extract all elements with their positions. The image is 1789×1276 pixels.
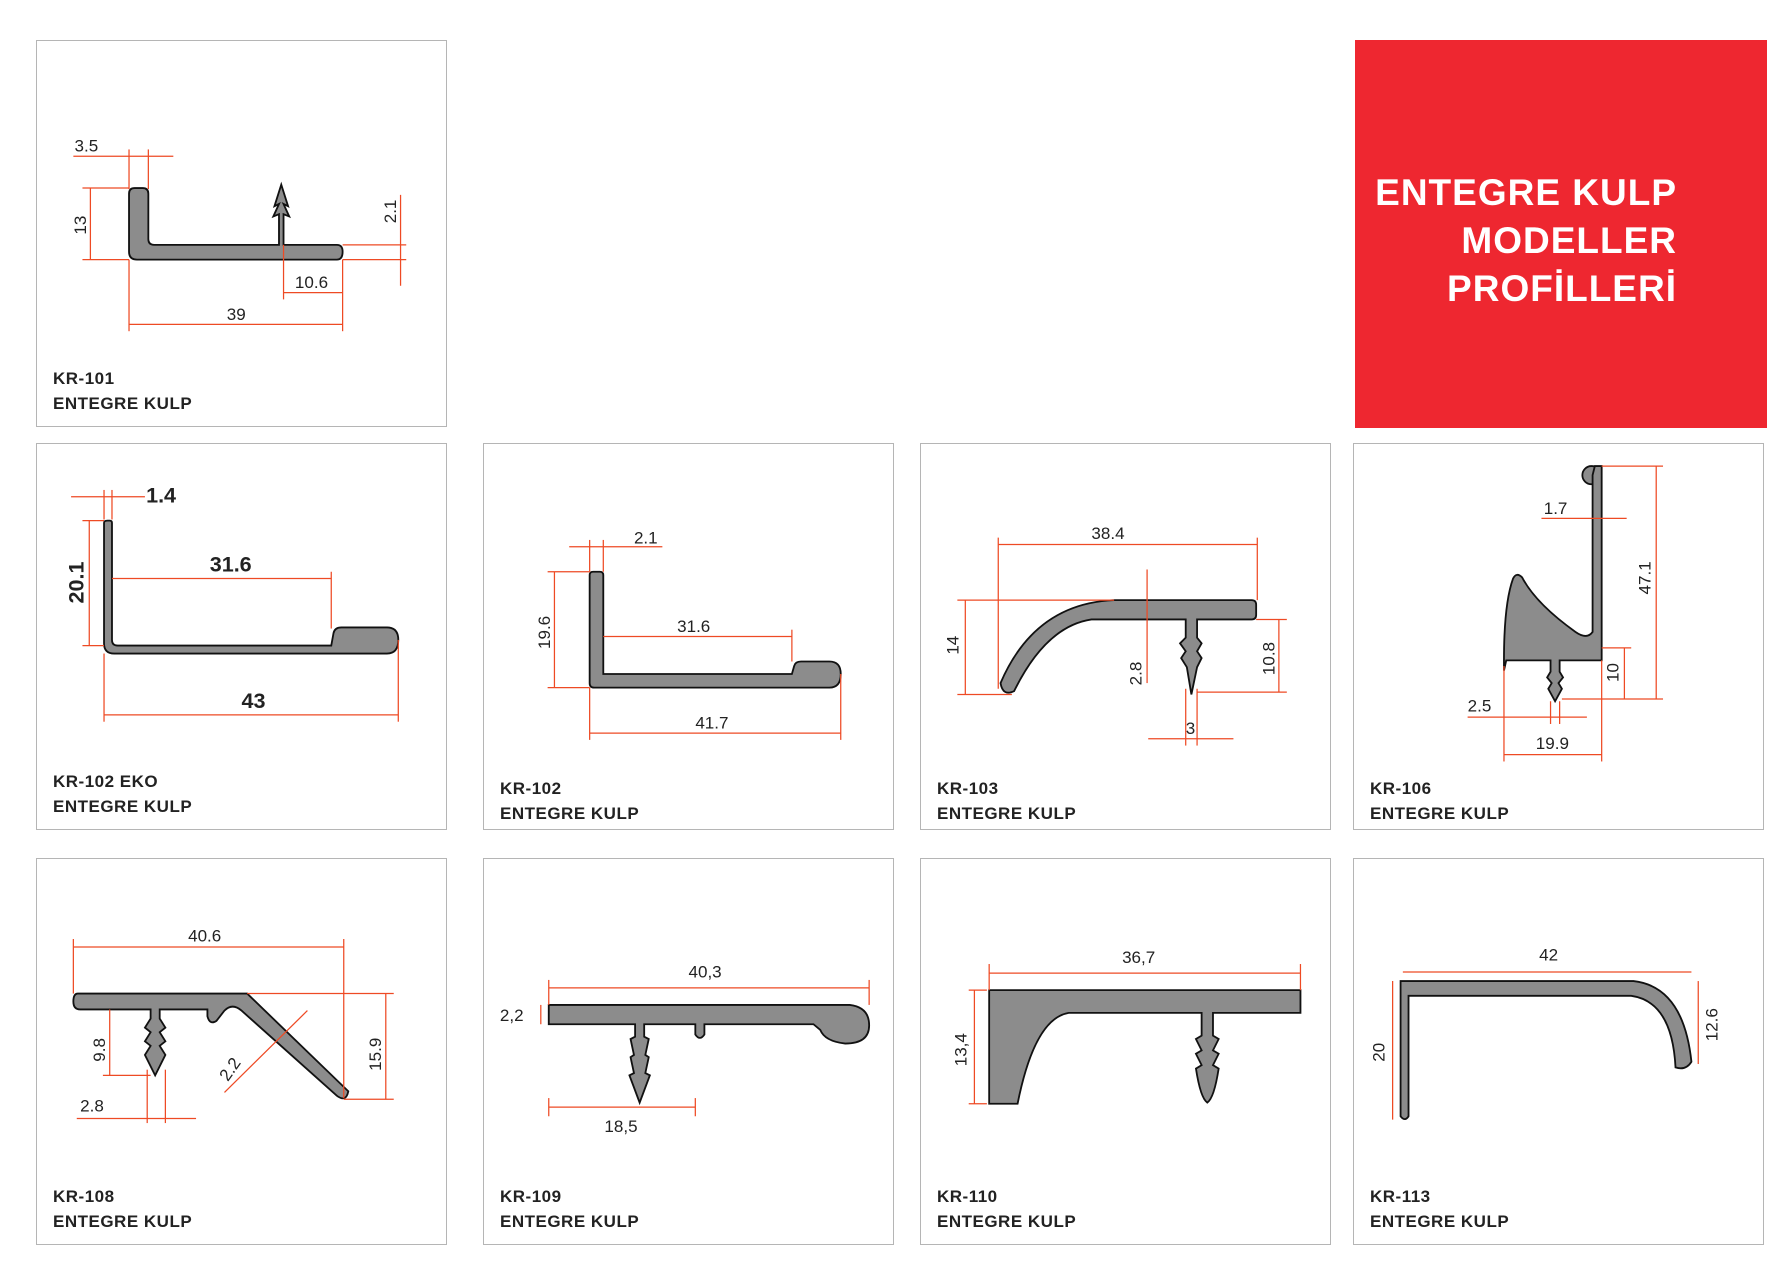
profile-card-kr-102: 2.1 19.6 31.6 41.7 KR-102 ENTEGRE KULP: [483, 443, 894, 830]
dim-label: 13: [71, 216, 90, 235]
dim-label: 10: [1604, 663, 1623, 682]
profile-code: KR-102 EKO: [53, 772, 159, 791]
profile-code: KR-108: [53, 1187, 115, 1206]
profile-drawing: 3.5 13 2.1 10.6 39: [71, 137, 407, 332]
profile-code: KR-113: [1370, 1187, 1431, 1206]
profile-card-kr-101: 3.5 13 2.1 10.6 39 KR-101 ENTEGRE KULP: [36, 40, 447, 427]
dim-label: 3: [1186, 719, 1195, 738]
dim-label: 19.6: [535, 616, 554, 649]
dim-label: 20: [1370, 1043, 1389, 1062]
dim-label: 10.6: [295, 273, 328, 292]
profile-drawing: 1.4 20.1 31.6 43: [64, 482, 400, 722]
profile-code: KR-109: [500, 1187, 562, 1206]
dim-label: 43: [241, 688, 265, 713]
dim-label: 47.1: [1636, 561, 1655, 594]
dim-label: 41.7: [695, 714, 728, 733]
profile-card-kr-113: 42 20 12.6 KR-113 ENTEGRE KULP: [1353, 858, 1764, 1245]
dim-label: 31.6: [677, 617, 710, 636]
profile-name: ENTEGRE KULP: [53, 394, 193, 413]
dim-label: 2.5: [1468, 696, 1492, 715]
title-banner: ENTEGRE KULP MODELLER PROFİLLERİ: [1355, 40, 1767, 428]
profile-name: ENTEGRE KULP: [53, 1212, 193, 1231]
dim-label: 15.9: [366, 1038, 385, 1071]
profile-code: KR-103: [937, 779, 999, 798]
dim-label: 39: [227, 305, 246, 324]
dim-label: 2.2: [216, 1054, 245, 1084]
profile-drawing: 42 20 12.6: [1370, 946, 1722, 1120]
dim-label: 2.1: [381, 200, 400, 224]
profile-drawing: 2.1 19.6 31.6 41.7: [535, 528, 842, 740]
profile-card-kr-106: 1.7 47.1 10 2.5 19.9 KR-106 ENTEGRE KULP: [1353, 443, 1764, 830]
dim-label: 40.6: [188, 926, 221, 945]
dim-label: 10.8: [1259, 642, 1278, 675]
profile-card-kr-109: 40,3 2,2 18,5 KR-109 ENTEGRE KULP: [483, 858, 894, 1245]
dim-label: 2.8: [80, 1097, 104, 1116]
dim-label: 42: [1539, 946, 1558, 965]
dim-label: 18,5: [604, 1117, 637, 1136]
profile-card-kr-108: 40.6 9.8 2.2 15.9 2.8 KR-108 ENTEGRE KUL…: [36, 858, 447, 1245]
profile-name: ENTEGRE KULP: [500, 1212, 640, 1231]
dim-label: 36,7: [1122, 948, 1155, 967]
profile-name: ENTEGRE KULP: [500, 804, 640, 823]
profile-code: KR-101: [53, 369, 115, 388]
profile-drawing: 1.7 47.1 10 2.5 19.9: [1468, 465, 1664, 762]
banner-line: ENTEGRE KULP: [1375, 172, 1677, 213]
dim-label: 12.6: [1703, 1008, 1722, 1041]
dim-label: 38.4: [1091, 524, 1124, 543]
banner-line: MODELLER: [1461, 220, 1677, 261]
dim-label: 40,3: [689, 963, 722, 982]
profile-drawing: 40.6 9.8 2.2 15.9 2.8: [72, 926, 394, 1124]
dim-label: 1.4: [146, 482, 176, 507]
profile-drawing: 38.4 14 2.8 10.8 3: [943, 524, 1287, 746]
dim-label: 2.8: [1126, 662, 1145, 686]
profile-drawing: 36,7 13,4: [951, 948, 1302, 1105]
dim-label: 3.5: [74, 137, 98, 156]
dim-label: 14: [943, 636, 962, 655]
profile-name: ENTEGRE KULP: [1370, 1212, 1510, 1231]
profile-code: KR-110: [937, 1187, 998, 1206]
dim-label: 2.1: [634, 528, 658, 547]
profile-name: ENTEGRE KULP: [53, 797, 193, 816]
dim-label: 31.6: [210, 552, 252, 577]
profile-name: ENTEGRE KULP: [937, 804, 1077, 823]
profile-card-kr-110: 36,7 13,4 KR-110 ENTEGRE KULP: [920, 858, 1331, 1245]
profile-code: KR-106: [1370, 779, 1432, 798]
dim-label: 19.9: [1536, 734, 1569, 753]
profile-code: KR-102: [500, 779, 562, 798]
dim-label: 20.1: [64, 562, 89, 604]
dim-label: 9.8: [90, 1038, 109, 1062]
profile-card-kr-103: 38.4 14 2.8 10.8 3 KR-103 ENTEGRE KULP: [920, 443, 1331, 830]
profile-name: ENTEGRE KULP: [1370, 804, 1510, 823]
profile-drawing: 40,3 2,2 18,5: [500, 963, 871, 1136]
dim-label: 1.7: [1544, 499, 1568, 518]
dim-label: 2,2: [500, 1006, 524, 1025]
profile-card-kr-102-eko: 1.4 20.1 31.6 43 KR-102 EKO ENTEGRE KULP: [36, 443, 447, 830]
dim-label: 13,4: [951, 1033, 970, 1066]
profile-name: ENTEGRE KULP: [937, 1212, 1077, 1231]
banner-line: PROFİLLERİ: [1447, 268, 1677, 309]
